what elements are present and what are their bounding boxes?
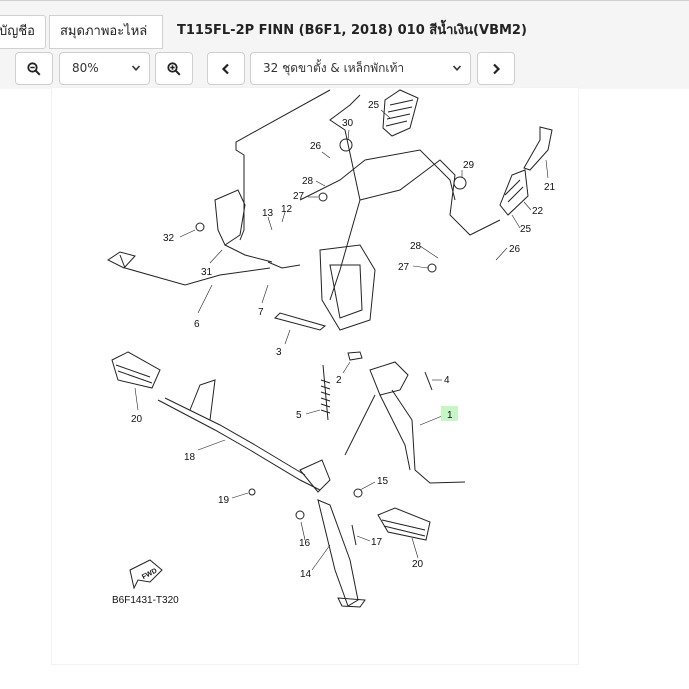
zoom-out-icon: [27, 61, 41, 76]
callout-32[interactable]: 32: [163, 233, 175, 244]
section-select-value: 32 ชุดขาตั้ง & เหล็กพักเท้า: [263, 61, 405, 75]
prev-section-button[interactable]: [207, 52, 245, 85]
parts-diagram-drawing: 1 2 3 4 5 6 7 12 13 14 15 16 17 18 19 20…: [107, 89, 556, 608]
callout-2[interactable]: 2: [336, 375, 342, 386]
callout-27-right[interactable]: 27: [398, 262, 410, 273]
callout-28-right[interactable]: 28: [410, 241, 422, 252]
callout-22[interactable]: 22: [532, 206, 544, 217]
callout-16[interactable]: 16: [299, 538, 311, 549]
page-title: T115FL-2P FINN (B6F1, 2018) 010 สีน้ำเงิ…: [177, 23, 527, 38]
callout-18[interactable]: 18: [184, 452, 196, 463]
parts-diagram: 1 2 3 4 5 6 7 12 13 14 15 16 17 18 19 20…: [52, 88, 578, 664]
callout-19[interactable]: 19: [218, 495, 230, 506]
top-toolbar: บัญชีอ สมุดภาพอะไหล่ T115FL-2P FINN (B6F…: [0, 0, 689, 89]
callout-5[interactable]: 5: [296, 410, 302, 421]
zoom-select[interactable]: 80%: [59, 52, 150, 85]
zoom-select-value: 80%: [72, 61, 99, 75]
callout-21[interactable]: 21: [544, 182, 556, 193]
callout-25-right[interactable]: 25: [520, 224, 532, 235]
callout-3[interactable]: 3: [276, 347, 282, 358]
section-select[interactable]: 32 ชุดขาตั้ง & เหล็กพักเท้า: [250, 52, 471, 85]
callout-12[interactable]: 12: [281, 204, 293, 215]
callout-13[interactable]: 13: [262, 208, 274, 219]
callout-20-left[interactable]: 20: [131, 414, 143, 425]
tab-account[interactable]: บัญชีอ: [0, 15, 46, 49]
callout-labels: 1 2 3 4 5 6 7 12 13 14 15 16 17 18 19 20…: [131, 100, 556, 580]
fwd-label: FWD: [141, 568, 158, 582]
chevron-down-icon: [131, 65, 141, 71]
callout-7[interactable]: 7: [258, 307, 264, 318]
callout-4[interactable]: 4: [444, 375, 450, 386]
tab-parts-catalog[interactable]: สมุดภาพอะไหล่: [49, 15, 163, 49]
zoom-in-button[interactable]: [155, 52, 193, 85]
selected-part-highlight: [441, 406, 458, 421]
callout-17[interactable]: 17: [371, 537, 383, 548]
callout-30[interactable]: 30: [342, 118, 354, 129]
callout-31[interactable]: 31: [201, 267, 213, 278]
callout-20-right[interactable]: 20: [412, 559, 424, 570]
callout-27-top[interactable]: 27: [293, 191, 305, 202]
callout-26-right[interactable]: 26: [509, 244, 521, 255]
callout-28-top[interactable]: 28: [302, 176, 314, 187]
callout-26-top[interactable]: 26: [310, 141, 322, 152]
diagram-code: B6F1431-T320: [112, 595, 179, 606]
tab-account-label: บัญชีอ: [0, 24, 35, 39]
callout-14[interactable]: 14: [300, 569, 312, 580]
callout-25-top[interactable]: 25: [368, 100, 380, 111]
chevron-left-icon: [221, 63, 229, 74]
callout-29[interactable]: 29: [463, 160, 475, 171]
tab-parts-catalog-label: สมุดภาพอะไหล่: [60, 24, 148, 39]
callout-15[interactable]: 15: [377, 476, 389, 487]
callout-6[interactable]: 6: [194, 319, 200, 330]
next-section-button[interactable]: [477, 52, 515, 85]
zoom-out-button[interactable]: [15, 52, 53, 85]
zoom-in-icon: [167, 61, 181, 76]
callout-1[interactable]: 1: [447, 410, 453, 421]
chevron-down-icon: [452, 65, 462, 71]
chevron-right-icon: [493, 63, 501, 74]
